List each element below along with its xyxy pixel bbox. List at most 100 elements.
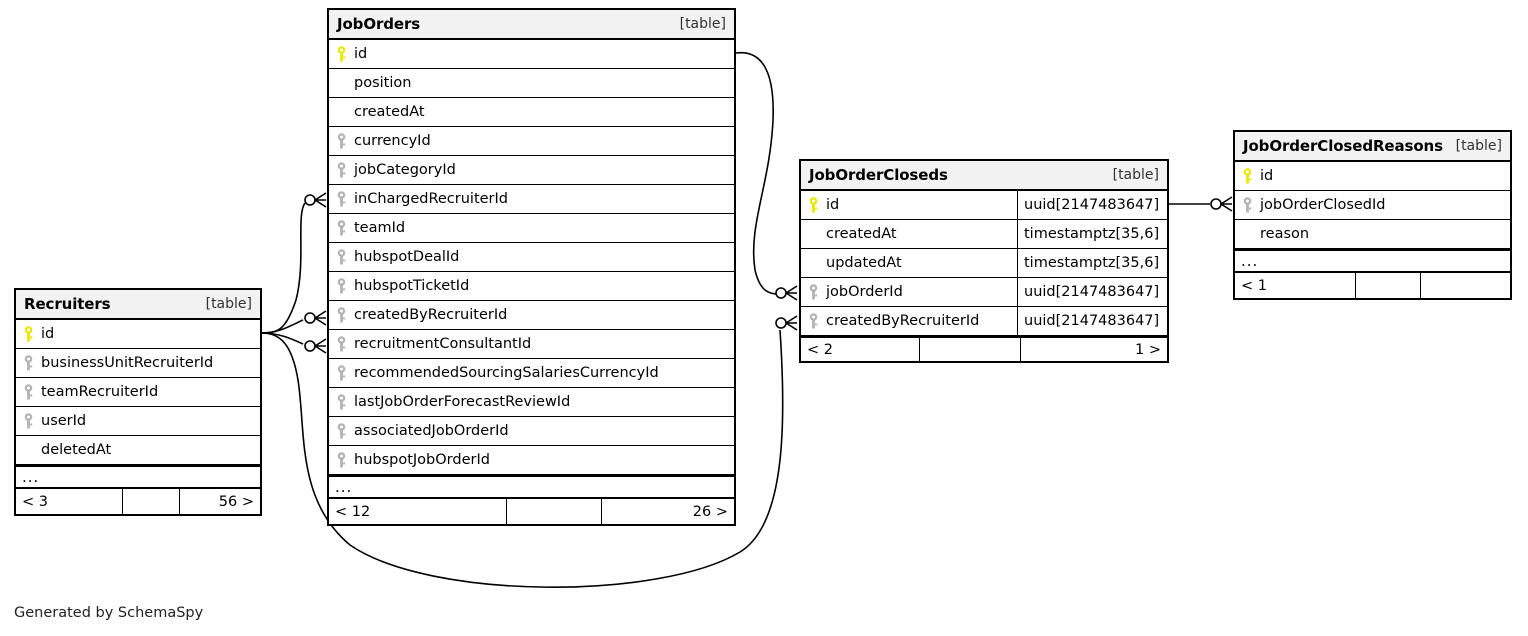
- table-row[interactable]: associatedJobOrderId: [329, 417, 734, 446]
- table-type-tag: [table]: [679, 16, 726, 32]
- footer-middle-cell: [123, 489, 180, 514]
- no-key-spacer: [23, 442, 34, 458]
- column-name-label: currencyId: [354, 133, 431, 149]
- foreign-key-icon: [23, 413, 34, 429]
- foreign-key-icon: [336, 133, 347, 149]
- footer-middle-cell: [507, 499, 602, 524]
- table-title: JobOrders: [337, 15, 421, 33]
- column-name-cell: createdByRecruiterId: [801, 307, 1017, 335]
- table-row[interactable]: deletedAt: [16, 436, 260, 465]
- column-name-label: createdAt: [354, 104, 425, 120]
- table-footer: < 12 26 >: [329, 499, 734, 524]
- foreign-key-icon: [1242, 197, 1253, 213]
- table-row[interactable]: inChargedRecruiterId: [329, 185, 734, 214]
- footer-middle-cell: [920, 338, 1021, 361]
- column-name-cell: id: [801, 191, 1017, 219]
- column-name-cell: id: [1235, 162, 1510, 190]
- table-row[interactable]: businessUnitRecruiterId: [16, 349, 260, 378]
- column-name-label: createdByRecruiterId: [354, 307, 508, 323]
- parent-relation-count: < 12: [329, 499, 507, 524]
- table-row[interactable]: createdAt: [329, 98, 734, 127]
- primary-key-icon: [808, 197, 819, 213]
- table-row[interactable]: hubspotJobOrderId: [329, 446, 734, 475]
- foreign-key-icon: [336, 162, 347, 178]
- foreign-key-icon: [336, 452, 347, 468]
- table-title: Recruiters: [24, 295, 111, 313]
- column-name-cell: createdAt: [801, 220, 1017, 248]
- column-name-label: id: [354, 46, 368, 62]
- more-columns-indicator: ...: [16, 465, 260, 489]
- table-header: Recruiters[table]: [16, 290, 260, 320]
- foreign-key-icon: [336, 249, 347, 265]
- table-header: JobOrders [table]: [329, 10, 734, 40]
- column-name-label: inChargedRecruiterId: [354, 191, 508, 207]
- child-relation-count: 26 >: [692, 503, 728, 520]
- table-row[interactable]: recruitmentConsultantId: [329, 330, 734, 359]
- table-row[interactable]: position: [329, 69, 734, 98]
- foreign-key-icon: [23, 355, 34, 371]
- table-row[interactable]: hubspotDealId: [329, 243, 734, 272]
- table-row[interactable]: teamRecruiterId: [16, 378, 260, 407]
- column-name-cell: hubspotDealId: [329, 243, 734, 271]
- generated-by-caption: Generated by SchemaSpy: [14, 605, 204, 621]
- foreign-key-icon: [336, 365, 347, 381]
- no-key-spacer: [808, 255, 819, 271]
- foreign-key-icon: [336, 423, 347, 439]
- table-header: JobOrderCloseds[table]: [801, 161, 1167, 191]
- column-name-label: updatedAt: [826, 255, 902, 271]
- table-row[interactable]: userId: [16, 407, 260, 436]
- er-table-recruiters[interactable]: Recruiters[table]id businessUnitRecruiter…: [14, 288, 262, 516]
- column-name-cell: updatedAt: [801, 249, 1017, 277]
- table-row[interactable]: id: [16, 320, 260, 349]
- no-key-spacer: [336, 75, 347, 91]
- column-type-cell: uuid[2147483647]: [1017, 191, 1167, 219]
- table-row[interactable]: recommendedSourcingSalariesCurrencyId: [329, 359, 734, 388]
- er-table-joborders[interactable]: JobOrders [table] id position createdAt curre…: [327, 8, 736, 526]
- no-key-spacer: [1242, 226, 1253, 242]
- primary-key-icon: [1242, 168, 1253, 184]
- column-name-cell: recruitmentConsultantId: [329, 330, 734, 358]
- column-name-cell: hubspotJobOrderId: [329, 446, 734, 474]
- foreign-key-icon: [23, 384, 34, 400]
- table-row[interactable]: createdByRecruiterId: [329, 301, 734, 330]
- column-type-cell: timestamptz[35,6]: [1017, 220, 1167, 248]
- column-name-cell: position: [329, 69, 734, 97]
- table-row[interactable]: lastJobOrderForecastReviewId: [329, 388, 734, 417]
- column-name-label: businessUnitRecruiterId: [41, 355, 214, 371]
- foreign-key-icon: [336, 336, 347, 352]
- table-row[interactable]: reason: [1235, 220, 1510, 249]
- column-name-cell: jobOrderId: [801, 278, 1017, 306]
- table-title: JobOrderClosedReasons: [1243, 137, 1443, 155]
- footer-middle-cell: [1356, 273, 1421, 298]
- column-name-cell: userId: [16, 407, 260, 435]
- column-name-label: associatedJobOrderId: [354, 423, 509, 439]
- parent-relation-count: < 2: [801, 338, 920, 361]
- table-title: JobOrderCloseds: [809, 166, 948, 184]
- foreign-key-icon: [336, 394, 347, 410]
- table-row[interactable]: id: [1235, 162, 1510, 191]
- column-name-cell: createdByRecruiterId: [329, 301, 734, 329]
- column-name-label: hubspotTicketId: [354, 278, 470, 294]
- table-row[interactable]: hubspotTicketId: [329, 272, 734, 301]
- edge-joborderCloseds-to-joborderclosedreasons: [1169, 196, 1233, 212]
- column-name-label: recruitmentConsultantId: [354, 336, 532, 352]
- table-row[interactable]: id: [329, 40, 734, 69]
- table-row[interactable]: jobOrderClosedId: [1235, 191, 1510, 220]
- parent-relation-count: < 1: [1235, 273, 1356, 298]
- column-name-cell: jobOrderClosedId: [1235, 191, 1510, 219]
- foreign-key-icon: [336, 220, 347, 236]
- column-name-cell: id: [329, 40, 734, 68]
- table-row[interactable]: jobCategoryId: [329, 156, 734, 185]
- table-row[interactable]: teamId: [329, 214, 734, 243]
- table-row[interactable]: currencyId: [329, 127, 734, 156]
- foreign-key-icon: [808, 284, 819, 300]
